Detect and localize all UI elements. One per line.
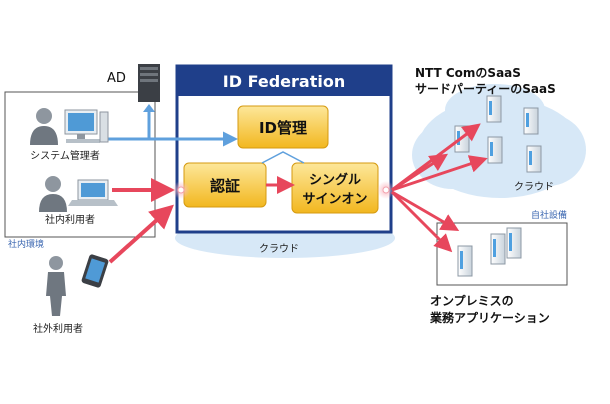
server-icon — [523, 107, 539, 135]
external-user-label: 社外利用者 — [33, 322, 83, 335]
internal-environment-frame — [4, 91, 156, 238]
id-federation-title-bar — [177, 66, 391, 96]
arrow-sso-to-cloud-2 — [391, 123, 481, 192]
authentication-label: 認証 — [210, 177, 240, 195]
id-management-label: ID管理 — [259, 119, 307, 137]
sso-label-line1: シングル — [309, 172, 361, 188]
in-house-label: 自社設備 — [531, 209, 567, 221]
server-icon — [457, 245, 473, 277]
connector-idm-to-boxes — [261, 151, 305, 164]
glow-left-dot — [177, 186, 185, 194]
cloud-right-label: クラウド — [514, 181, 554, 193]
laptop-icon — [68, 179, 118, 206]
arrow-sso-to-onprem-2 — [391, 190, 460, 232]
sso-label-line2: サインオン — [302, 192, 367, 207]
external-user-person-icon — [46, 256, 66, 316]
internal-environment-label: 社内環境 — [8, 238, 44, 250]
onprem-heading-line2: 業務アプリケーション — [429, 310, 550, 325]
arrow-external-user-to-auth — [108, 204, 174, 264]
id-management-box — [237, 105, 329, 149]
internal-user-label: 社内利用者 — [45, 213, 95, 226]
internal-user-person-icon — [39, 176, 67, 212]
smartphone-icon — [81, 254, 109, 288]
server-icon — [506, 227, 522, 259]
sysadmin-person-icon — [30, 108, 58, 145]
server-icon — [490, 233, 506, 265]
arrow-ad-up-head — [143, 104, 155, 112]
server-icon — [486, 95, 502, 123]
saas-servers — [454, 95, 542, 173]
id-federation-title: ID Federation — [223, 72, 345, 91]
arrow-sso-to-onprem-1 — [390, 190, 453, 253]
cloud-bottom-label: クラウド — [259, 243, 299, 255]
ad-label: AD — [107, 71, 126, 86]
sysadmin-label: システム管理者 — [30, 149, 100, 162]
sysadmin-pc-icon — [64, 109, 109, 143]
glow-right-dot — [382, 186, 390, 194]
server-icon — [526, 145, 542, 173]
saas-heading-line2: サードパーティーのSaaS — [415, 82, 556, 96]
onprem-heading-line1: オンプレミスの — [430, 293, 514, 308]
arrow-sso-to-cloud-3 — [391, 155, 488, 192]
ad-server-icon — [138, 64, 160, 102]
server-icon — [487, 136, 503, 164]
saas-heading-line1: NTT ComのSaaS — [415, 66, 521, 80]
